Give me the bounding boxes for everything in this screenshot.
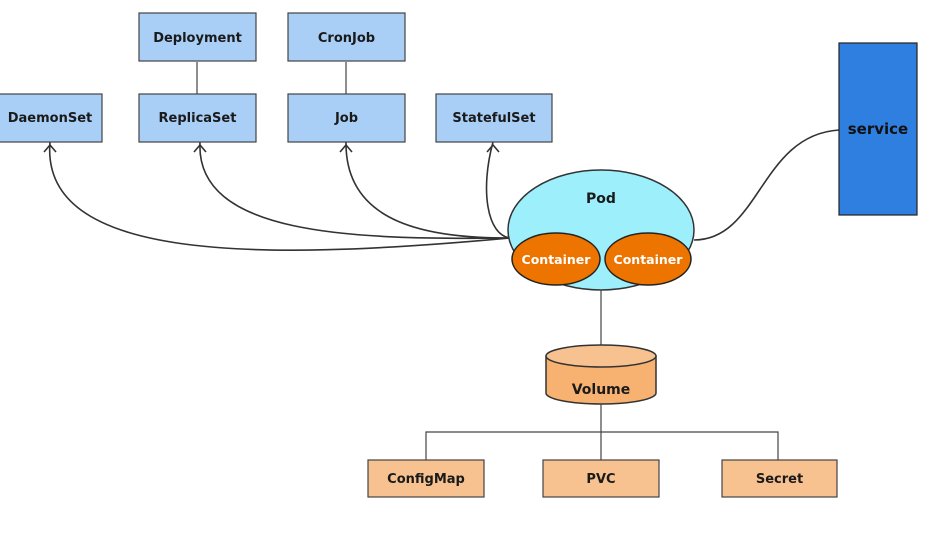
replicaset-pod-link	[199, 141, 511, 240]
cronjob-label: CronJob	[318, 31, 375, 46]
volume-storage-connector	[425, 404, 779, 460]
job-label: Job	[334, 111, 358, 126]
cronjob-node: CronJob	[287, 12, 406, 62]
pvc-label: PVC	[586, 472, 615, 487]
pod-label: Pod	[586, 191, 616, 207]
replicaset-arrow-icon	[193, 143, 207, 153]
statefulset-node: StatefulSet	[435, 93, 553, 143]
daemonset-node: DaemonSet	[0, 93, 103, 143]
volume-node: Volume	[545, 344, 657, 405]
service-label: service	[848, 120, 908, 138]
configmap-node: ConfigMap	[367, 459, 485, 498]
daemonset-pod-link	[49, 141, 511, 251]
secret-label: Secret	[756, 472, 803, 487]
deployment-label: Deployment	[153, 31, 242, 46]
job-pod-link	[345, 141, 511, 239]
daemonset-arrow-icon	[43, 143, 57, 153]
statefulset-label: StatefulSet	[452, 111, 535, 126]
container-node-1: Container	[511, 232, 601, 286]
service-node: service	[838, 42, 918, 216]
replicaset-label: ReplicaSet	[159, 111, 237, 126]
configmap-label: ConfigMap	[387, 472, 465, 487]
pod-service-link	[693, 129, 840, 241]
container-node-2: Container	[604, 232, 692, 286]
replicaset-node: ReplicaSet	[138, 93, 257, 143]
statefulset-pod-link	[485, 141, 511, 239]
job-node: Job	[287, 93, 406, 143]
deployment-node: Deployment	[138, 12, 257, 62]
daemonset-label: DaemonSet	[8, 111, 93, 126]
container-label-2: Container	[614, 252, 684, 267]
job-arrow-icon	[339, 143, 353, 153]
secret-node: Secret	[721, 459, 838, 498]
pvc-node: PVC	[542, 459, 660, 498]
volume-label: Volume	[572, 382, 631, 398]
container-label-1: Container	[522, 252, 592, 267]
statefulset-arrow-icon	[486, 143, 500, 153]
